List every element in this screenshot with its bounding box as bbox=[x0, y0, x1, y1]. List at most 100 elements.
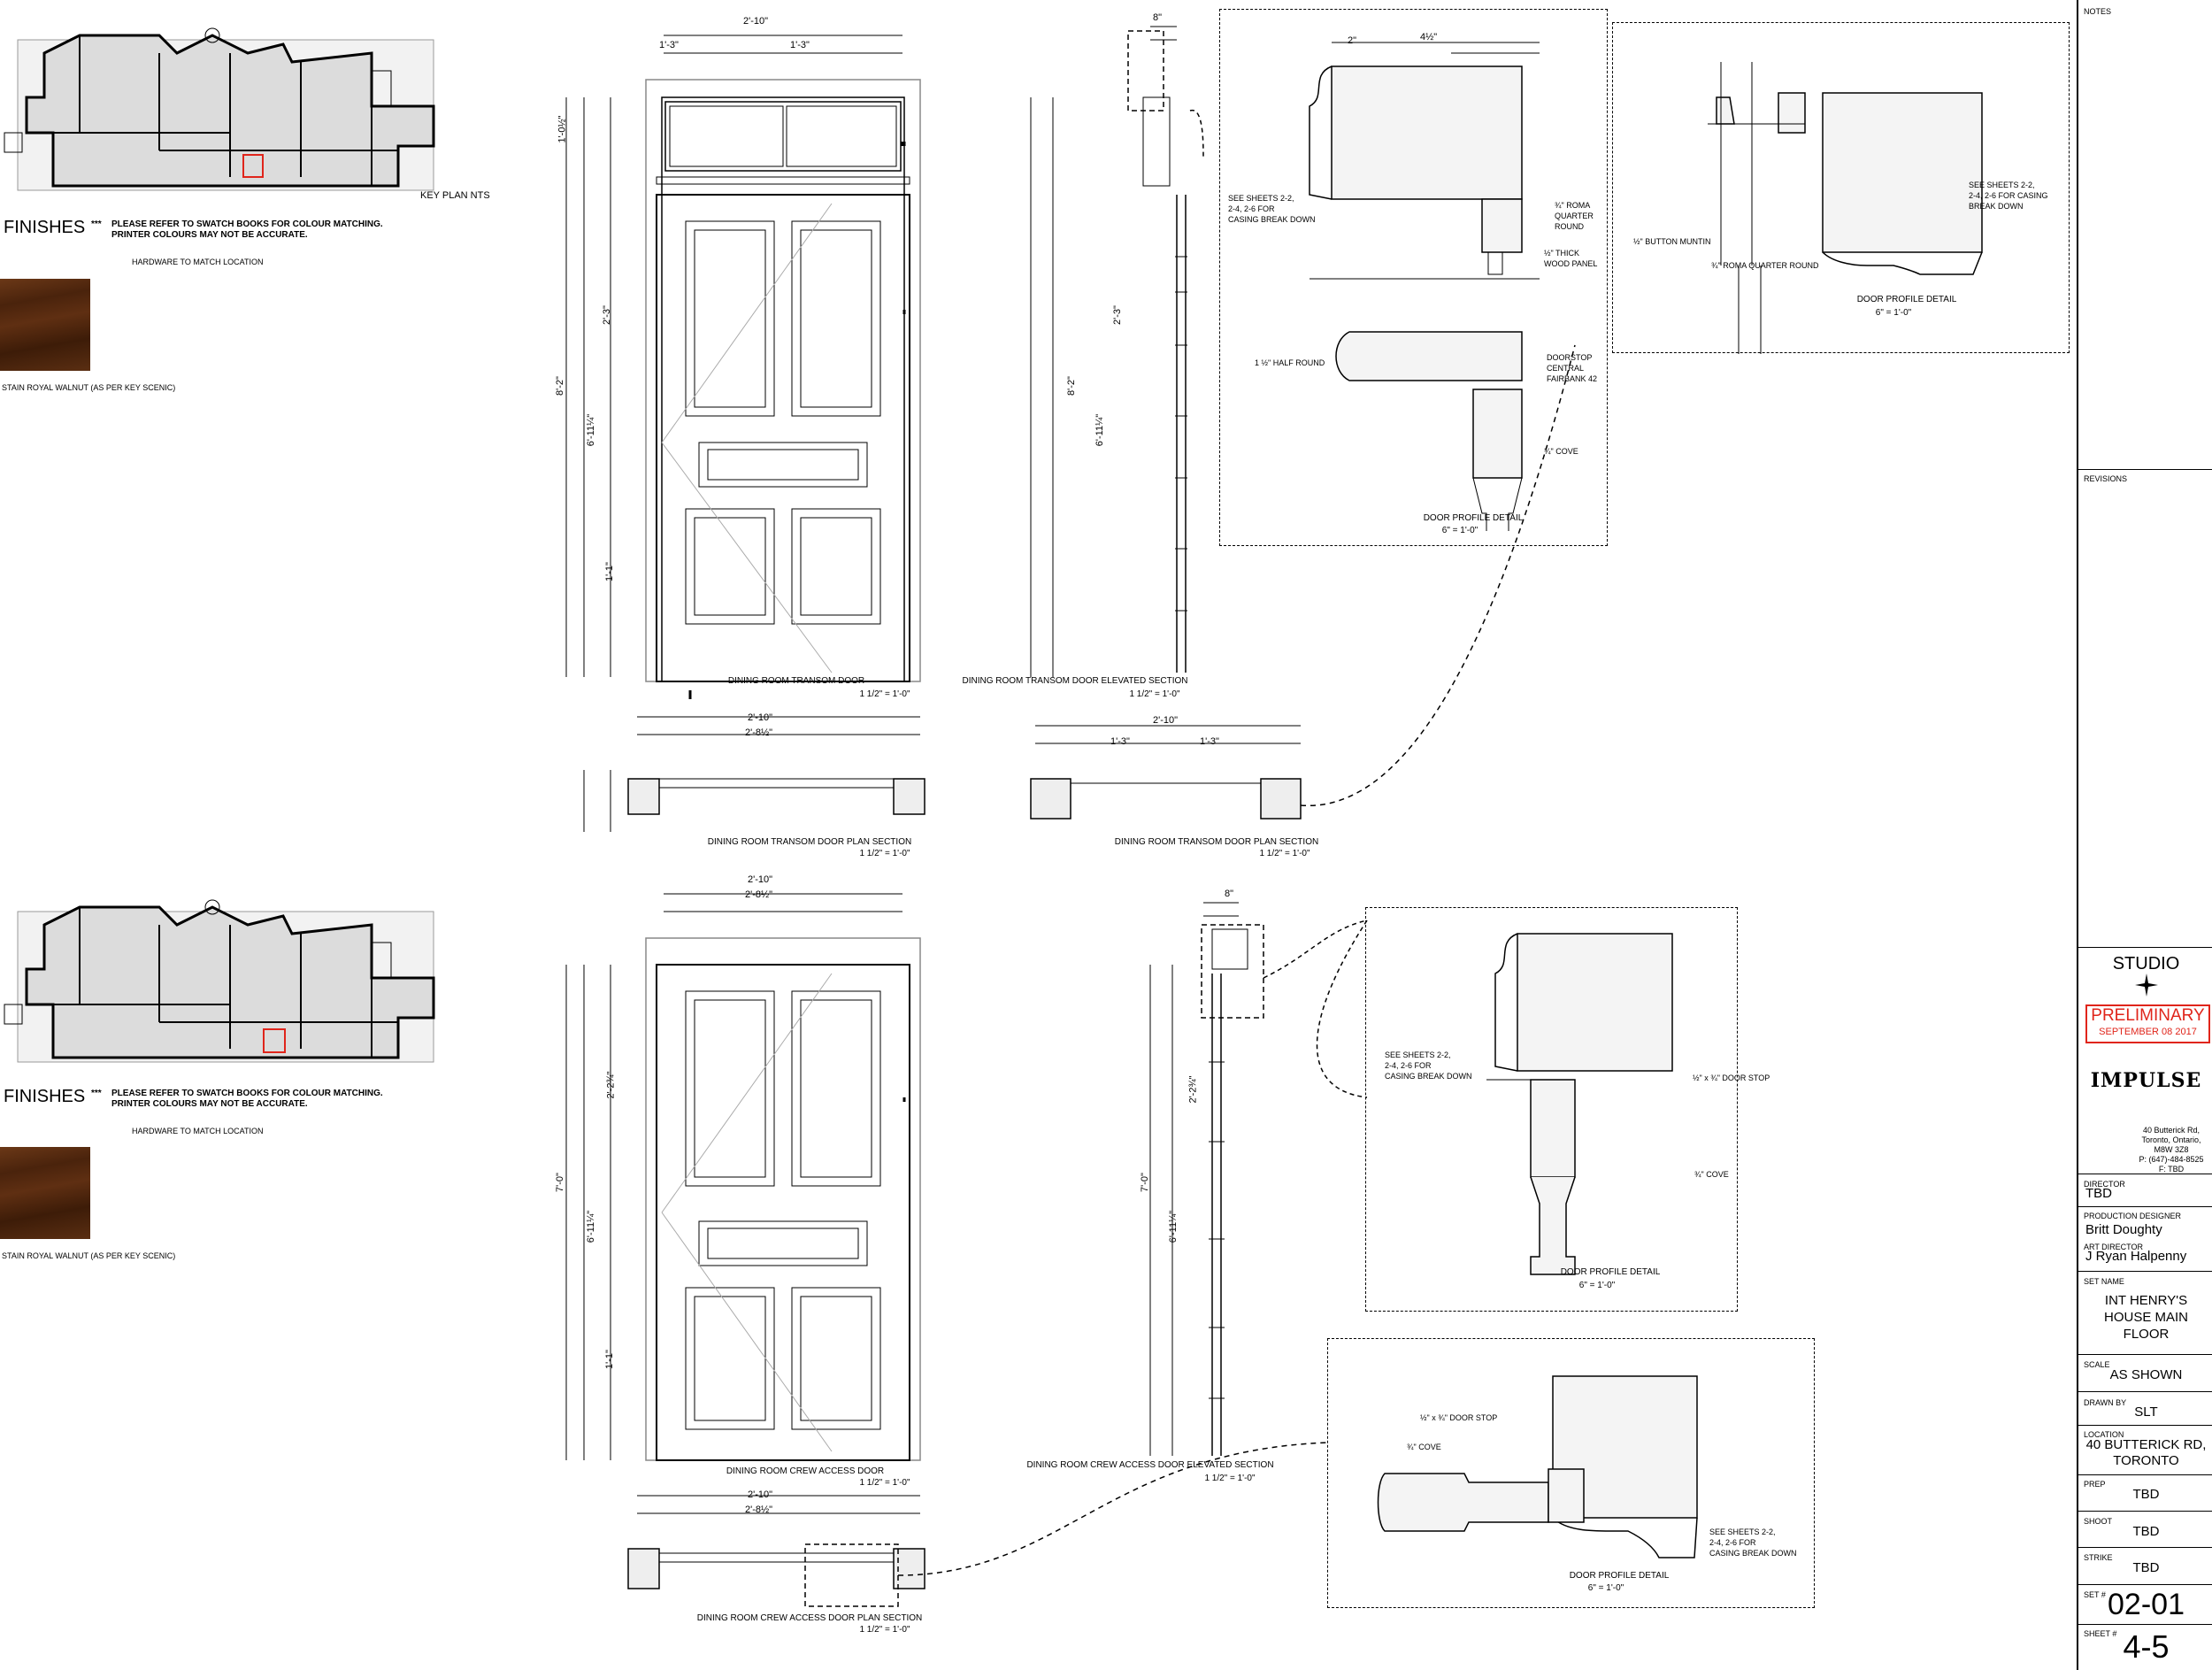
caption-scale: 1 1/2" = 1'-0" bbox=[1204, 1474, 1256, 1483]
finishes-note-mark: *** bbox=[91, 219, 102, 229]
drawn-caption: DRAWN BY bbox=[2084, 1398, 2127, 1407]
strike-caption: STRIKE bbox=[2084, 1553, 2113, 1562]
caption-scale: 6" = 1'-0" bbox=[1578, 1281, 1616, 1290]
director-value: TBD bbox=[2085, 1186, 2112, 1201]
shoot-value: TBD bbox=[2132, 1524, 2160, 1539]
strike-value: TBD bbox=[2132, 1560, 2160, 1575]
key-plan-label: KEY PLAN NTS bbox=[420, 190, 490, 201]
dim-6-11: 6'-11¼" bbox=[586, 413, 597, 447]
dim-1-1: 1'-1" bbox=[603, 1350, 615, 1369]
dim-width: 2'-10" bbox=[1153, 715, 1179, 726]
dim-width: 2'-10" bbox=[748, 874, 773, 885]
walnut-swatch bbox=[0, 279, 90, 371]
caption-scale: 6" = 1'-0" bbox=[1875, 308, 1912, 318]
cove-note: ¾" COVE bbox=[1694, 1170, 1729, 1179]
dim-2: 2" bbox=[1348, 35, 1357, 46]
walnut-swatch bbox=[0, 1147, 90, 1239]
detail-3-profile bbox=[1486, 933, 1673, 1275]
ad-value: J Ryan Halpenny bbox=[2085, 1249, 2187, 1264]
caption-scale: 1 1/2" = 1'-0" bbox=[1259, 849, 1310, 858]
dim-width: 2'-10" bbox=[748, 1489, 773, 1500]
studio-address: 40 Butterick Rd,Toronto, Ontario, M8W 3Z… bbox=[2139, 1126, 2204, 1174]
impulse-logo: IMPULSE bbox=[2090, 1069, 2202, 1092]
set-caption: SET # bbox=[2084, 1590, 2106, 1599]
preliminary-stamp: PRELIMINARY SEPTEMBER 08 2017 bbox=[2085, 1004, 2210, 1043]
notes-heading: NOTES bbox=[2084, 7, 2112, 16]
half-round-note: 1 ½" HALF ROUND bbox=[1255, 358, 1325, 367]
crew-elevated-section bbox=[1149, 902, 1368, 1456]
key-plan-floorplan bbox=[4, 27, 435, 191]
compass-icon bbox=[2135, 974, 2158, 997]
dim-2-8: 2'-8½" bbox=[745, 727, 773, 738]
location-value: 40 BUTTERICK RD,TORONTO bbox=[2085, 1437, 2207, 1468]
dim-6-11: 6'-11¼" bbox=[1094, 413, 1106, 447]
set-number: 02-01 bbox=[2108, 1588, 2185, 1621]
dim-1-3: 1'-3" bbox=[659, 40, 679, 50]
dim-2-8: 2'-8½" bbox=[745, 1505, 773, 1515]
ad-caption: ART DIRECTOR bbox=[2084, 1243, 2144, 1251]
caption-title: DOOR PROFILE DETAIL bbox=[1856, 295, 1957, 304]
door-stop-note: ½" x ¾" DOOR STOP bbox=[1693, 1074, 1770, 1082]
dim-1-3: 1'-3" bbox=[1200, 736, 1219, 747]
caption-title: DOOR PROFILE DETAIL bbox=[1569, 1571, 1670, 1581]
caption-title: DINING ROOM TRANSOM DOOR PLAN SECTION bbox=[1114, 837, 1319, 847]
dim-2-2: 2'-2¾" bbox=[1187, 1075, 1199, 1104]
caption-title: DINING ROOM CREW ACCESS DOOR bbox=[726, 1466, 885, 1476]
detail-3-box bbox=[1365, 907, 1738, 1312]
caption-scale: 6" = 1'-0" bbox=[1587, 1583, 1624, 1593]
transom-door-elevation bbox=[565, 35, 921, 699]
caption-scale: 1 1/2" = 1'-0" bbox=[859, 849, 910, 858]
caption-scale: 1 1/2" = 1'-0" bbox=[859, 1478, 910, 1488]
shoot-caption: SHOOT bbox=[2084, 1517, 2113, 1526]
dim-width: 2'-10" bbox=[748, 712, 773, 723]
drawn-value: SLT bbox=[2134, 1404, 2158, 1420]
finishes-heading: FINISHES bbox=[4, 1087, 86, 1106]
prep-caption: PREP bbox=[2084, 1480, 2106, 1489]
caption-scale: 1 1/2" = 1'-0" bbox=[1129, 689, 1180, 699]
swatch-label: STAIN ROYAL WALNUT (AS PER KEY SCENIC) bbox=[2, 1251, 176, 1260]
detail-4-profile bbox=[1377, 1375, 1698, 1558]
caption-title: DINING ROOM CREW ACCESS DOOR PLAN SECTIO… bbox=[696, 1613, 923, 1623]
transom-elevated-section bbox=[1030, 26, 1204, 677]
detail-2-box bbox=[1612, 22, 2070, 353]
key-plan-floorplan-2 bbox=[4, 899, 435, 1063]
key-plans bbox=[4, 27, 435, 1063]
dim-6-11: 6'-11¼" bbox=[586, 1210, 597, 1243]
revisions-heading: REVISIONS bbox=[2084, 474, 2128, 483]
finishes-note-line2: PRINTER COLOURS MAY NOT BE ACCURATE. bbox=[111, 1099, 308, 1109]
setname-caption: SET NAME bbox=[2084, 1277, 2124, 1286]
crew-plan-section bbox=[627, 1442, 1328, 1607]
scale-caption: SCALE bbox=[2084, 1360, 2110, 1369]
location-caption: LOCATION bbox=[2084, 1430, 2124, 1439]
roma-qr-note: ¾" ROMA QUARTER ROUND bbox=[1711, 261, 1819, 270]
finishes-note-mark: *** bbox=[91, 1089, 102, 1098]
detail-1-box bbox=[1219, 9, 1608, 546]
caption-title: DINING ROOM TRANSOM DOOR bbox=[727, 676, 865, 686]
dim-6-11: 6'-11¼" bbox=[1168, 1210, 1179, 1243]
caption-title: DOOR PROFILE DETAIL bbox=[1560, 1267, 1661, 1277]
pd-value: Britt Doughty bbox=[2085, 1222, 2162, 1237]
sheet-caption: SHEET # bbox=[2084, 1629, 2117, 1638]
director-caption: DIRECTOR bbox=[2084, 1180, 2125, 1189]
sheet-number: 4-5 bbox=[2123, 1628, 2170, 1665]
prep-value: TBD bbox=[2132, 1487, 2160, 1502]
crew-door-elevation bbox=[565, 893, 921, 1461]
hardware-note: HARDWARE TO MATCH LOCATION bbox=[132, 258, 264, 266]
dim-width: 2'-10" bbox=[743, 16, 769, 27]
door-drawings bbox=[565, 26, 1983, 1607]
caption-title: DINING ROOM TRANSOM DOOR ELEVATED SECTIO… bbox=[962, 676, 1188, 686]
pd-caption: PRODUCTION DESIGNER bbox=[2084, 1212, 2182, 1220]
dim-1-0: 1'-0½" bbox=[557, 115, 568, 143]
finishes-heading: FINISHES bbox=[4, 218, 86, 237]
caption-title: DINING ROOM TRANSOM DOOR PLAN SECTION bbox=[707, 837, 912, 847]
detail-1-profile bbox=[1309, 42, 1540, 531]
detail-4-box bbox=[1327, 1338, 1815, 1608]
dim-8: 8" bbox=[1153, 12, 1163, 23]
